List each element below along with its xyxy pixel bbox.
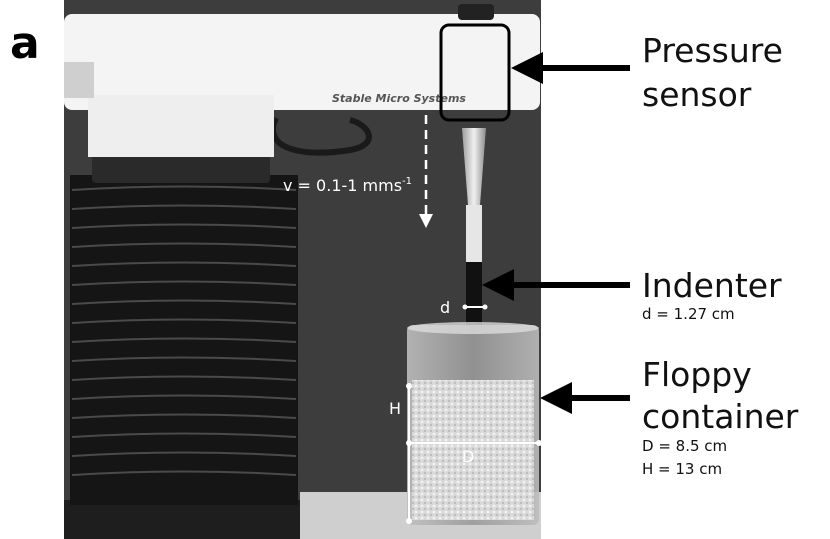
probe-shaft bbox=[462, 128, 486, 205]
bellows-pleat bbox=[71, 223, 297, 229]
cable bbox=[270, 116, 372, 156]
container-H-label: H bbox=[389, 399, 401, 418]
container-D-label: D bbox=[462, 447, 474, 466]
bellows-pleat bbox=[71, 318, 297, 324]
bellows-pleat bbox=[71, 299, 297, 305]
indenter-d-label: d bbox=[440, 298, 450, 317]
column-collar bbox=[92, 155, 270, 183]
bellows-pleat bbox=[71, 451, 297, 457]
pressure-sensor-label-line2: sensor bbox=[642, 75, 752, 114]
bellows-pleat bbox=[71, 261, 297, 267]
analyser-arm: Stable Micro Systems bbox=[64, 14, 540, 157]
bellows-pleat bbox=[71, 356, 297, 362]
photo: Stable Micro Systems v = 0.1-1 mms-1 d bbox=[64, 0, 542, 539]
pressure-sensor-arrow bbox=[511, 52, 630, 84]
floppy-container-label-line2: container bbox=[642, 397, 799, 436]
bellows-pleat bbox=[71, 394, 297, 400]
container-diameter: D = 8.5 cm bbox=[642, 437, 727, 455]
brand-label: Stable Micro Systems bbox=[332, 92, 466, 105]
indenter-rod bbox=[466, 262, 482, 328]
bellows-pleat bbox=[71, 185, 297, 191]
container-height: H = 13 cm bbox=[642, 460, 722, 478]
bellows-pleat bbox=[71, 204, 297, 210]
floppy-container-label-line1: Floppy bbox=[642, 355, 752, 394]
velocity-label: v = 0.1-1 mms-1 bbox=[283, 176, 412, 195]
bellows-pleat bbox=[71, 432, 297, 438]
bellows-pleat bbox=[71, 337, 297, 343]
pressure-sensor-highlight bbox=[439, 23, 511, 122]
bellows-column bbox=[70, 175, 298, 505]
floppy-container-arrow bbox=[540, 382, 630, 414]
panel-letter: a bbox=[10, 18, 40, 69]
velocity-arrowhead bbox=[419, 214, 433, 228]
indenter-arrow bbox=[482, 269, 630, 301]
bellows-pleat bbox=[71, 413, 297, 419]
pressure-sensor-label-line1: Pressure bbox=[642, 31, 783, 70]
bellows-pleat bbox=[71, 375, 297, 381]
velocity-exponent: -1 bbox=[402, 176, 412, 187]
floppy-container-photo bbox=[407, 322, 539, 525]
indenter-diameter: d = 1.27 cm bbox=[642, 305, 735, 323]
bellows-pleat bbox=[71, 280, 297, 286]
bellows-pleat bbox=[71, 242, 297, 248]
indenter-label: Indenter bbox=[642, 266, 782, 305]
bellows-pleat bbox=[71, 470, 297, 476]
